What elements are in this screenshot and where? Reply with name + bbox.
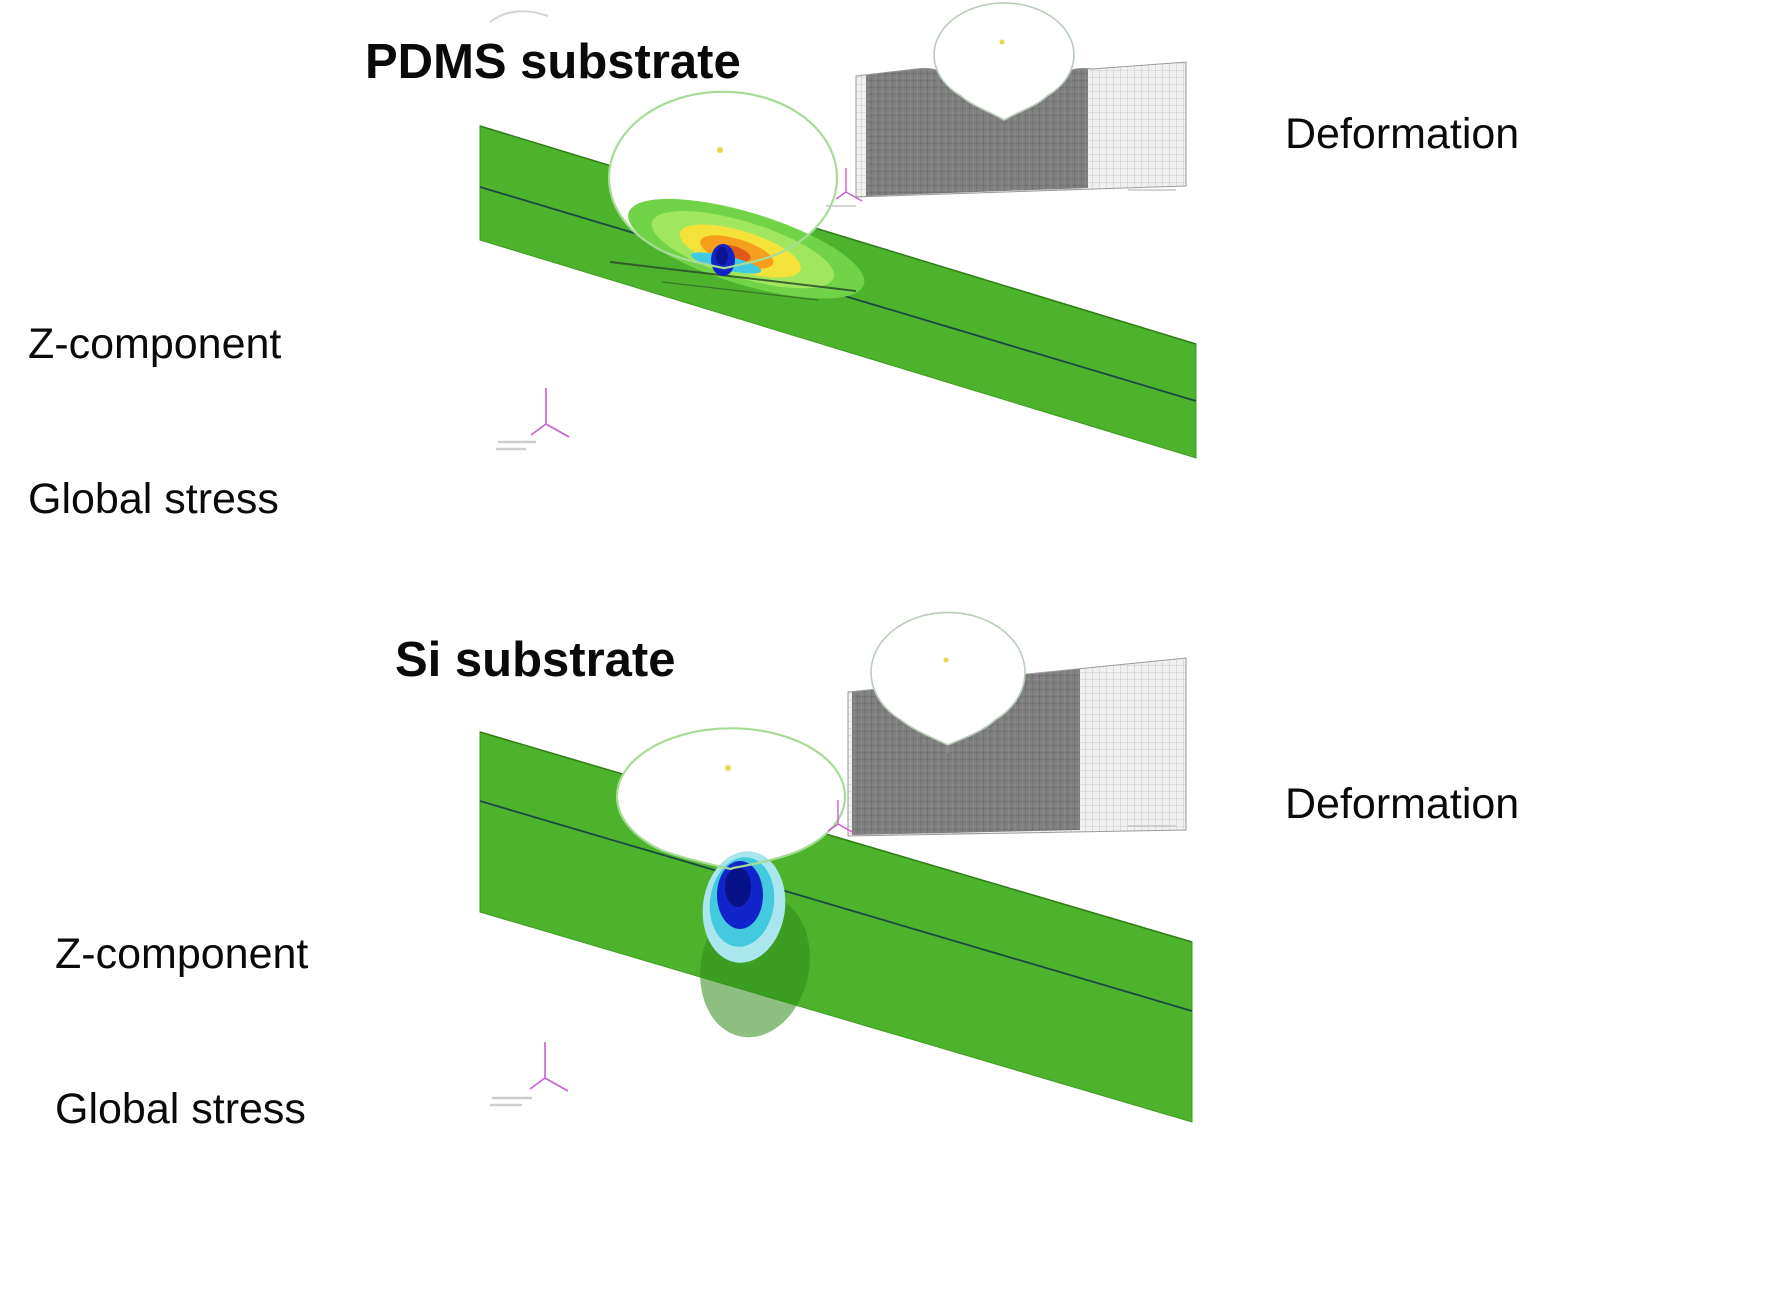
si-stress-label-line1: Z-component — [55, 930, 309, 978]
layer-interface-line — [479, 800, 1193, 1012]
indenter-center-mark — [999, 39, 1005, 45]
surface-crack-line — [609, 261, 857, 292]
coordinate-triad — [530, 388, 570, 438]
pdms-stress-label-line1: Z-component — [28, 320, 282, 368]
indenter-interior — [617, 728, 846, 869]
surface-crack-line-2 — [661, 281, 819, 301]
indenter-center-mark — [725, 765, 731, 771]
pdms-title: PDMS substrate — [365, 35, 741, 89]
contour-navy-core — [716, 247, 728, 265]
pdms-stress-label: Z-component Global stress — [28, 218, 281, 626]
indenter-outline — [615, 727, 847, 871]
pdms-stress-label-line2: Global stress — [28, 475, 279, 523]
illegible-caption — [826, 189, 1176, 207]
slab-top-edge — [479, 125, 1197, 345]
indenter-center-mark — [717, 147, 723, 153]
coordinate-triad-small — [827, 800, 855, 834]
si-title: Si substrate — [395, 633, 676, 687]
slab-top-edge — [479, 731, 1193, 943]
indenter-outline — [607, 90, 839, 270]
illegible-caption — [496, 440, 536, 451]
si-stress-view — [479, 727, 1193, 1123]
pdms-deformation-label: Deformation — [1285, 110, 1520, 158]
pdms-stress-view — [479, 10, 1197, 459]
indenter-outline-mesh — [933, 2, 1075, 121]
pdms-deformation-view — [826, 2, 1187, 207]
coordinate-triad-small — [835, 168, 863, 202]
illegible-caption — [490, 1096, 532, 1107]
si-stress-label-line2: Global stress — [55, 1085, 306, 1133]
coordinate-triad — [529, 1042, 569, 1092]
indenter-outline-mesh — [870, 611, 1026, 746]
contour-navy-core — [725, 867, 751, 907]
si-deformation-label: Deformation — [1285, 780, 1520, 828]
stray-curve — [489, 10, 549, 23]
indenter-center-mark — [943, 657, 949, 663]
si-deformation-view — [827, 611, 1187, 837]
si-stress-label: Z-component Global stress — [55, 828, 308, 1236]
